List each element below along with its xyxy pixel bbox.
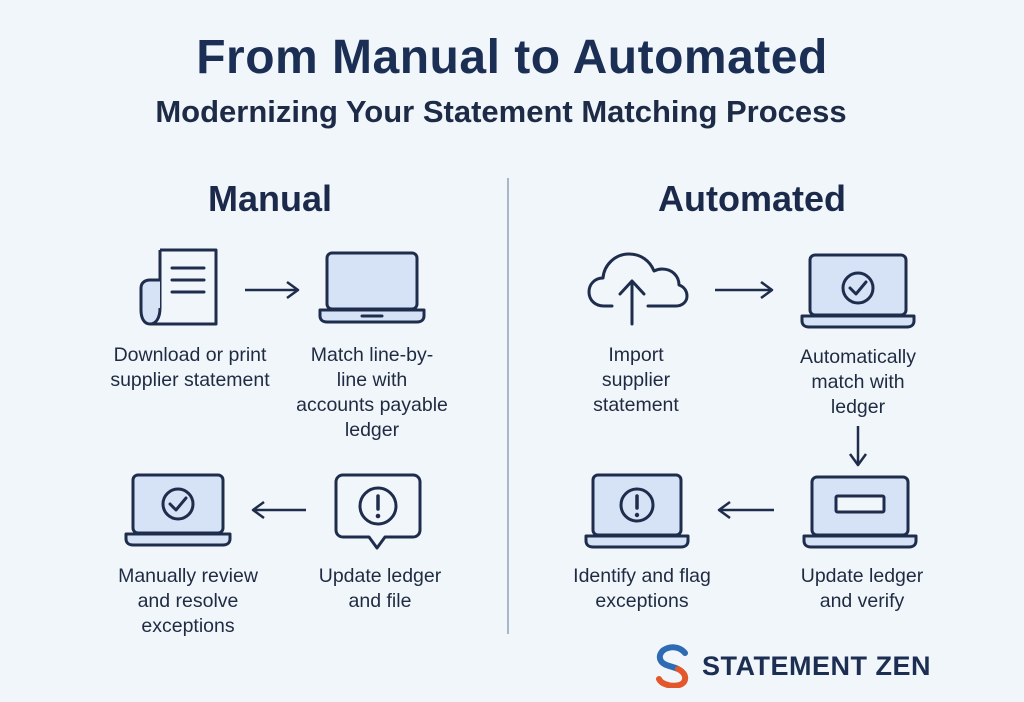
arrow-right-icon (715, 280, 774, 300)
manual-heading: Manual (207, 178, 332, 219)
laptop-check-icon (124, 473, 232, 547)
document-icon (139, 248, 218, 326)
laptop-icon (318, 251, 426, 324)
page-subtitle: Modernizing Your Statement Matching Proc… (155, 94, 847, 129)
manual-step-update-label: Update ledger and file (318, 565, 442, 612)
laptop-check-icon (800, 253, 916, 329)
automated-step-import-label: Import supplier statement (593, 344, 679, 416)
manual-step-download-label: Download or print supplier statement (110, 344, 270, 391)
automated-step-flag-label: Identify and flag exceptions (573, 565, 711, 612)
automated-heading: Automated (658, 178, 846, 219)
brand-logo: STATEMENT ZEN (654, 644, 931, 688)
arrow-right-icon (245, 280, 300, 300)
column-divider (507, 178, 509, 634)
alert-speech-bubble-icon (334, 473, 422, 550)
laptop-bar-icon (802, 475, 918, 549)
laptop-alert-icon (584, 473, 690, 549)
arrow-left-icon (251, 500, 306, 520)
manual-step-review-label: Manually review and resolve exceptions (118, 565, 258, 637)
s-logo-icon (656, 644, 689, 688)
arrow-down-icon (848, 426, 868, 467)
automated-step-match-label: Automatically match with ledger (800, 346, 916, 418)
brand-name: STATEMENT ZEN (702, 650, 931, 681)
page-title: From Manual to Automated (196, 31, 828, 84)
automated-step-update-label: Update ledger and verify (800, 565, 924, 612)
manual-step-match-label: Match line-by- line with accounts payabl… (296, 344, 448, 441)
arrow-left-icon (717, 500, 774, 520)
cloud-upload-icon (587, 252, 689, 326)
